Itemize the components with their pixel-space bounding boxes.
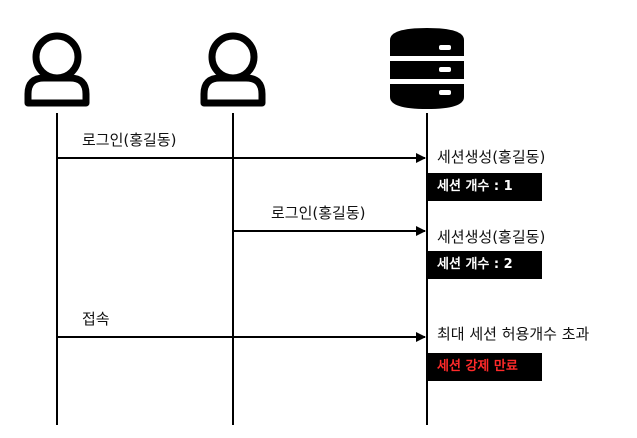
message-label-2: 로그인(홍길동) [271, 204, 366, 222]
result-text-3: 최대 세션 허용개수 초과 [437, 325, 590, 343]
session-expired-badge: 세션 강제 만료 [427, 353, 542, 381]
database-icon [386, 28, 468, 109]
message-label-1: 로그인(홍길동) [82, 131, 177, 149]
result-text-2: 세션생성(홍길동) [437, 228, 546, 246]
session-count-badge-2: 세션 개수 : 2 [427, 251, 542, 279]
message-label-3: 접속 [82, 310, 110, 328]
user-icon [200, 32, 266, 107]
user-icon [24, 32, 90, 107]
result-text-1: 세션생성(홍길동) [437, 148, 546, 166]
session-count-badge-1: 세션 개수 : 1 [427, 173, 542, 201]
